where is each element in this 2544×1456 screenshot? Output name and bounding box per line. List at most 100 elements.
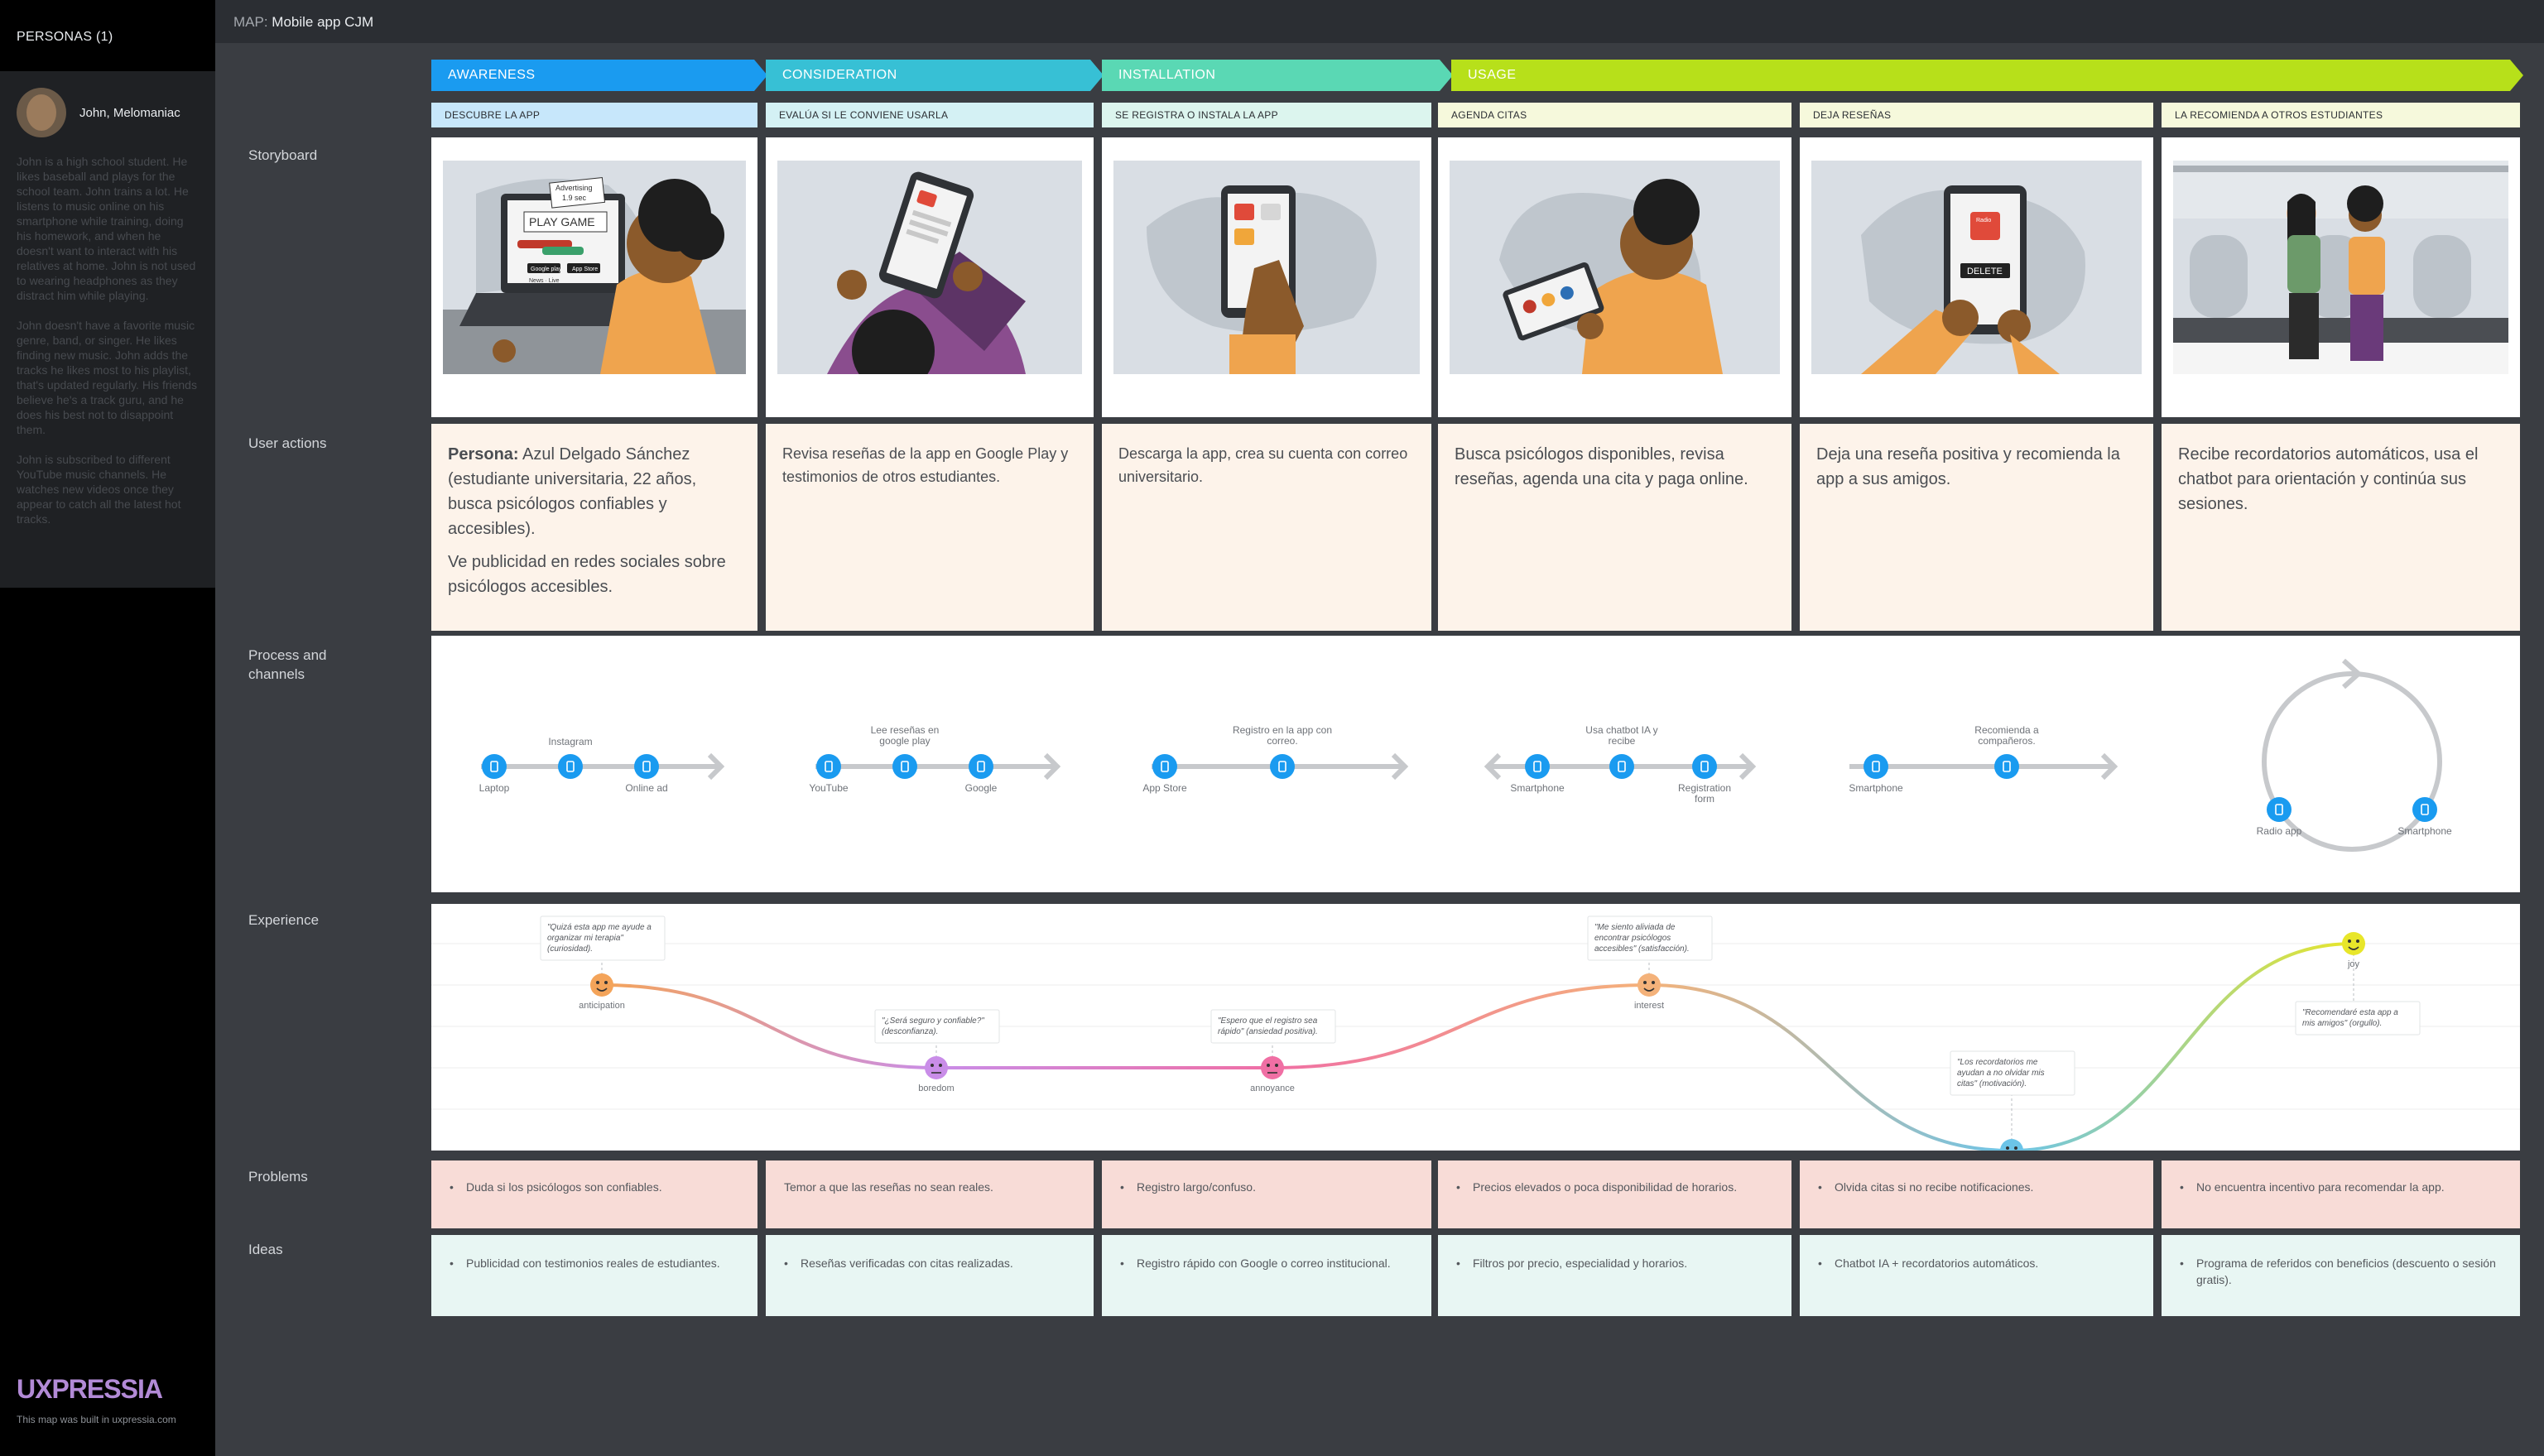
problem-card[interactable]: Temor a que las reseñas no sean reales. (766, 1160, 1094, 1228)
emotion-mouth (596, 987, 608, 992)
process-node-label: App Store (1142, 782, 1187, 794)
idea-card[interactable]: Filtros por precio, especialidad y horar… (1438, 1235, 1791, 1316)
user-action-card[interactable]: Recibe recordatorios automáticos, usa el… (2162, 424, 2520, 631)
user-action-card[interactable]: Deja una reseña positiva y recomienda la… (1800, 424, 2153, 631)
smartphone-icon-glyph (1618, 761, 1626, 772)
row-label-storyboard[interactable]: Storyboard (248, 147, 318, 163)
process-node-label-line: Online ad (625, 782, 667, 794)
persona-card[interactable]: John, Melomaniac John is a high school s… (0, 71, 215, 588)
emotion-eye (2006, 1146, 2009, 1150)
stage-installation[interactable]: INSTALLATION (1102, 60, 1453, 91)
emotion-face-icon (2000, 1139, 2023, 1162)
idea-card[interactable]: Reseñas verificadas con citas realizadas… (766, 1235, 1094, 1316)
process-node-label: Laptop (479, 782, 510, 794)
row-label-experience[interactable]: Experience (248, 912, 320, 928)
storyboard-card[interactable] (2162, 137, 2520, 417)
ad-store-google: Google play (531, 267, 562, 272)
idea-item: Registro rápido con Google o correo inst… (1120, 1255, 1413, 1271)
process-arrowhead (1043, 752, 1061, 781)
step-descubre[interactable]: DESCUBRE LA APP (431, 103, 757, 127)
persona-name[interactable]: John, Melomaniac (79, 106, 180, 120)
emotion-mouth (2348, 946, 2359, 950)
row-label-user-actions[interactable]: User actions (248, 435, 327, 451)
user-action-bold: Persona: (448, 445, 519, 464)
process-node-label-line: Usa chatbot IA y (1585, 724, 1657, 736)
storyboard-card[interactable] (1102, 137, 1431, 417)
process-node-label-line: Smartphone (2397, 825, 2452, 837)
credit-text[interactable]: This map was built in uxpressia.com (17, 1414, 176, 1425)
ad-footer: News · Live (529, 278, 560, 284)
uxpressia-logo[interactable]: UXPRESSIA (17, 1374, 163, 1404)
row-label-problems[interactable]: Problems (248, 1169, 308, 1185)
stage-awareness[interactable]: AWARENESS (431, 60, 767, 91)
smartphone-icon-glyph (2421, 804, 2429, 815)
emotion-eye (939, 1064, 942, 1067)
idea-card[interactable]: Publicidad con testimonios reales de est… (431, 1235, 757, 1316)
process-node-label: Online ad (625, 782, 667, 794)
user-action-card[interactable]: Persona: Azul Delgado Sánchez (estudiant… (431, 424, 757, 631)
problem-item: Temor a que las reseñas no sean reales. (784, 1180, 993, 1194)
emotion-face-icon (590, 973, 613, 997)
problem-card[interactable]: Registro largo/confuso. (1102, 1160, 1431, 1228)
idea-item: Reseñas verificadas con citas realizadas… (784, 1255, 1075, 1271)
smartphone-icon (2412, 797, 2437, 822)
experience-quote-line: "Recomendaré esta app a (2302, 1008, 2398, 1017)
storyboard-card[interactable]: PLAY GAME Advertising 1.9 sec Google pla… (431, 137, 757, 417)
user-action-text: Descarga la app, crea su cuenta con corr… (1118, 445, 1408, 485)
idea-card[interactable]: Chatbot IA + recordatorios automáticos. (1800, 1235, 2153, 1316)
map-name[interactable]: Mobile app CJM (272, 14, 374, 30)
stage-consideration[interactable]: CONSIDERATION (766, 60, 1104, 91)
storyboard-card[interactable] (1438, 137, 1791, 417)
row-label-ideas[interactable]: Ideas (248, 1242, 283, 1257)
user-action-extra: Ve publicidad en redes sociales sobre ps… (448, 553, 726, 596)
emotion-label: annoyance (1250, 1084, 1295, 1093)
idea-card[interactable]: Programa de referidos con beneficios (de… (2162, 1235, 2520, 1316)
user-action-card[interactable]: Revisa reseñas de la app en Google Play … (766, 424, 1094, 631)
smartphone-icon-glyph (1533, 761, 1541, 772)
step-recomienda[interactable]: LA RECOMIENDA A OTROS ESTUDIANTES (2162, 103, 2520, 127)
process-node-label-line: Registration (1678, 782, 1731, 794)
user-action-card[interactable]: Descarga la app, crea su cuenta con corr… (1102, 424, 1431, 631)
quote-box (1950, 1050, 2075, 1096)
step-evalua[interactable]: EVALÚA SI LE CONVIENE USARLA (766, 103, 1094, 127)
step-agenda[interactable]: AGENDA CITAS (1438, 103, 1791, 127)
problem-item: Precios elevados o poca disponibilidad d… (1456, 1180, 1773, 1194)
personas-title[interactable]: PERSONAS (1) (17, 30, 113, 44)
stage-usage[interactable]: USAGE (1451, 60, 2523, 91)
emotion-eye (931, 1064, 934, 1067)
problem-card[interactable]: Olvida citas si no recibe notificaciones… (1800, 1160, 2153, 1228)
storyboard-card[interactable]: Radio DELETE (1800, 137, 2153, 417)
experience-quote-line: encontrar psicólogos (1594, 934, 1671, 943)
idea-card[interactable]: Registro rápido con Google o correo inst… (1102, 1235, 1431, 1316)
problem-card[interactable]: No encuentra incentivo para recomendar l… (2162, 1160, 2520, 1228)
row-label-process[interactable]: Process and channels (248, 646, 327, 684)
emotion-label: interest (1634, 1001, 1664, 1011)
experience-quote-line: (curiosidad). (547, 944, 593, 954)
problem-item: Registro largo/confuso. (1120, 1180, 1413, 1194)
idea-item: Chatbot IA + recordatorios automáticos. (1818, 1255, 2135, 1271)
process-node-label: Radio app (2257, 825, 2302, 837)
experience-quote-line: "Los recordatorios me (1957, 1058, 2038, 1067)
problem-card[interactable]: Duda si los psicólogos son confiables. (431, 1160, 757, 1228)
step-resenas[interactable]: DEJA RESEÑAS (1800, 103, 2153, 127)
problem-card[interactable]: Precios elevados o poca disponibilidad d… (1438, 1160, 1791, 1228)
user-action-card[interactable]: Busca psicólogos disponibles, revisa res… (1438, 424, 1791, 631)
smartphone-icon-glyph (1872, 761, 1880, 772)
storyboard-card[interactable] (766, 137, 1094, 417)
persona-avatar[interactable] (17, 88, 66, 137)
experience-quote-line: "Me siento aliviada de (1594, 923, 1676, 932)
form-icon (1692, 754, 1717, 779)
step-registra[interactable]: SE REGISTRA O INSTALA LA APP (1102, 103, 1431, 127)
storyboard-illustration-resenas: Radio DELETE (1811, 161, 2142, 374)
smartphone-icon (1270, 754, 1295, 779)
problem-item: No encuentra incentivo para recomendar l… (2180, 1180, 2502, 1194)
idea-item: Programa de referidos con beneficios (de… (2180, 1255, 2502, 1288)
